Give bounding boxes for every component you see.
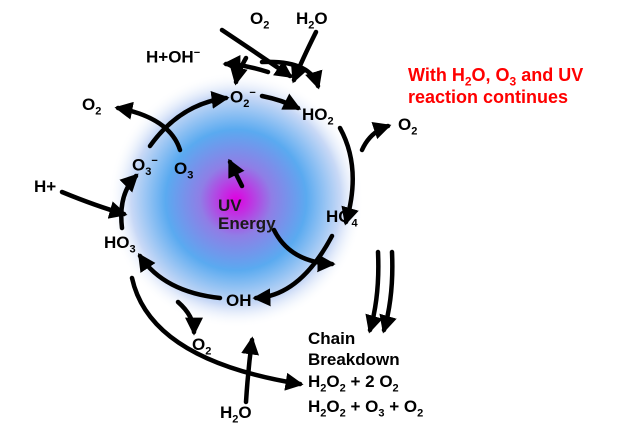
arrow-ho3-to-products [129, 275, 304, 391]
species-ho4: HO4 [326, 207, 358, 230]
arrow-ho4-to-oh [252, 233, 335, 307]
arrow-h-plus-in [59, 189, 128, 219]
arrow-chain-2 [379, 249, 397, 334]
species-h2o-bottom: H2O [220, 403, 252, 426]
species-o2-bottom: O2 [192, 335, 212, 358]
note-line-2: reaction continues [408, 87, 569, 108]
arrow-h2o-bottom-in [241, 336, 260, 405]
arrow-uv-up [227, 158, 245, 189]
species-h-plus: H+ [34, 177, 57, 196]
arrow-h-oh-out [222, 55, 271, 75]
arrow-o2minus-from-top [230, 55, 249, 86]
arrow-o3minus-to-o2minus [147, 90, 230, 149]
arrow-ho2-to-ho4 [337, 125, 359, 226]
species-h-oh: H+OH− [146, 47, 201, 67]
species-o3-minus: O3− [132, 155, 158, 179]
species-oh: OH [226, 291, 252, 310]
arrow-energy-to-ho4 [271, 227, 336, 273]
arrow-to-ho2-curve [259, 59, 323, 90]
arrow-chain-1 [365, 249, 383, 334]
chain-product-1: H2O2 + 2 O2 [308, 371, 399, 394]
species-o3: O3 [174, 159, 194, 182]
chain-breakdown-block: Chain Breakdown H2O2 + 2 O2 H2O2 + O3 + … [308, 328, 423, 421]
species-h2o-top: H2O [296, 9, 328, 32]
arrow-ho3-to-o3minus [119, 173, 139, 231]
arrow-ho2-to-o2-right [359, 122, 392, 153]
arrow-o3-to-o2-left [114, 101, 183, 153]
chain-title-1: Chain [308, 329, 356, 348]
arrow-o2minus-to-ho2 [259, 93, 302, 111]
arrow-ho3-to-o2-bottom [175, 299, 203, 336]
arrow-h2o-top-in [290, 29, 319, 84]
arrow-o2-top-in [219, 27, 293, 79]
note-line-1: With H2O, O3 and UV [408, 65, 584, 89]
species-o2-left: O2 [82, 95, 102, 118]
arrow-oh-to-ho3 [137, 253, 223, 301]
species-o2-top: O2 [250, 9, 270, 32]
species-ho2: HO2 [302, 105, 334, 128]
species-o2-minus: O2− [230, 87, 256, 111]
species-ho3: HO3 [104, 233, 136, 256]
uv-energy-label: UV Energy [218, 196, 276, 233]
species-o2-right: O2 [398, 115, 418, 138]
chain-product-2: H2O2 + O3 + O2 [308, 396, 424, 420]
chain-title-2: Breakdown [308, 350, 400, 370]
reaction-note: With H2O, O3 and UV reaction continues [408, 66, 583, 107]
